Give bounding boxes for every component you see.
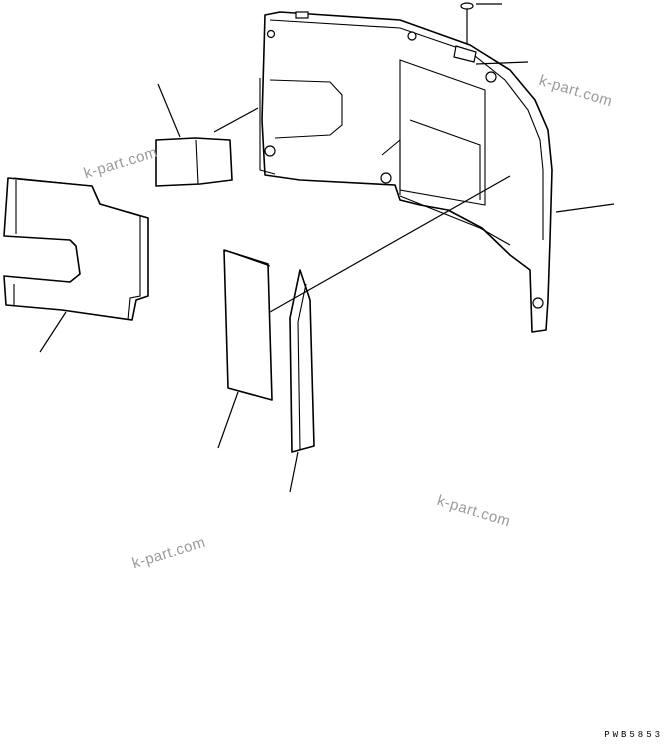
- bolt-cap: [460, 2, 474, 44]
- leader-line: [217, 391, 239, 449]
- small-curved-pad: [155, 137, 233, 187]
- leader-line: [213, 107, 259, 133]
- leader-line: [475, 61, 529, 65]
- tall-pad: [223, 249, 273, 401]
- thin-strip: [289, 269, 315, 453]
- leader-line: [555, 203, 615, 213]
- leader-line: [269, 175, 511, 313]
- leader-lines: [39, 3, 615, 493]
- leader-line: [39, 311, 67, 353]
- leader-line: [157, 83, 181, 138]
- drawing-code: PWB5853: [604, 730, 663, 740]
- left-sheet-panel: [3, 177, 149, 321]
- leader-line: [289, 451, 299, 493]
- rear-cover-panel: [259, 11, 553, 333]
